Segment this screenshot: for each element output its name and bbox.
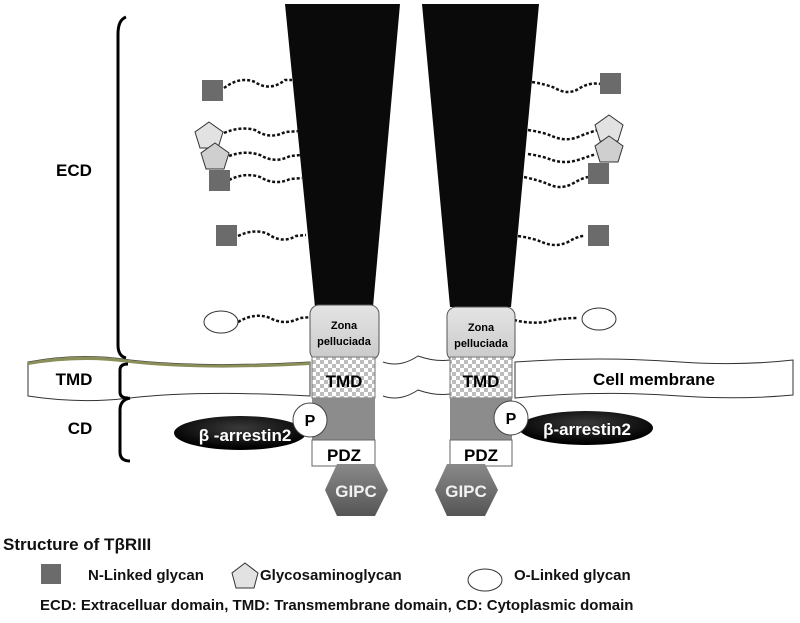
glycan-chains-right [513,80,601,324]
zona-label-left-2: pelluciada [317,336,372,348]
glycan-chain [223,127,301,137]
n-linked-glycan-icon [202,80,223,101]
ecd-brace [116,15,127,360]
tmd-domain-label-left: TMD [326,372,363,391]
phospho-site-left [292,402,328,438]
tmd-brace [118,362,129,400]
glycan-chain [523,175,589,189]
n-linked-glycan-icon [588,225,609,246]
receptor-right: Zona pelluciada TMD PDZ GIPC β-arrestin2… [422,4,653,516]
phospho-label-right: P [506,411,517,428]
tmd-domain-left [311,356,376,399]
n-linked-glycan-icon [216,225,237,246]
glycan-chain [237,230,307,241]
glycan-chain [228,151,303,161]
glycan-chain [517,234,585,247]
o-linked-glycan-icon [581,307,617,331]
receptor-left: Zona pelluciada TMD PDZ GIPC β -arrestin… [174,4,400,516]
beta-arrestin2-label-left: β -arrestin2 [199,426,292,445]
cd-brace [118,396,131,463]
tmd-domain-label-right: TMD [463,372,500,391]
legend-title: Structure of TβRIII [3,535,152,554]
n-linked-glycan-icon [600,73,621,94]
beta-arrestin2-label-right: β-arrestin2 [543,420,631,439]
glycan-chain [527,152,597,164]
glycan-chain [513,316,579,324]
membrane-middle [382,355,451,399]
ecd-stalk-right [422,4,539,307]
n-linked-glycan-icon [588,163,609,184]
gipc-hexagon-left [325,464,388,516]
gipc-label-right: GIPC [445,482,487,501]
zona-label-right-2: pelluciada [454,338,509,350]
legend-n-linked-glycan-icon [41,564,61,584]
pdz-label-right: PDZ [464,446,498,465]
glycan-chain [223,78,292,90]
zona-pellucida-domain-right [446,306,516,362]
beta-arrestin2-right [519,411,653,445]
beta-arrestin2-left [174,416,306,450]
glycosaminoglycan-icon [200,142,230,170]
membrane-right [514,358,794,399]
n-linked-glycan-icon [209,170,230,191]
glycosaminoglycan-icon [594,135,624,163]
o-linked-glycan-icon [203,310,239,334]
tmd-label: TMD [56,370,93,389]
pdz-label-left: PDZ [327,446,361,465]
ecd-label: ECD [56,161,92,180]
phospho-site-right [493,400,529,436]
membrane-left-top-shade [28,356,310,368]
glycan-chain [237,314,313,324]
legend-item-glycosaminoglycan: Glycosaminoglycan [260,567,402,584]
zona-label-left: Zona [331,320,358,332]
glycan-chain [228,173,303,184]
glycan-chain [527,128,599,141]
zona-label-right: Zona [468,322,495,334]
cd-label: CD [68,419,93,438]
pdz-domain-left [311,439,376,467]
phospho-label-left: P [305,413,316,430]
legend-glycosaminoglycan-icon [231,562,259,589]
glycosaminoglycan-icon [194,121,224,149]
legend-item-n-linked-glycan: N-Linked glycan [88,567,204,584]
legend-abbreviations: ECD: Extracelluar domain, TMD: Transmemb… [40,597,634,614]
legend-row: N-Linked glycan Glycosaminoglycan O-Link… [0,564,800,590]
glycan-chains-left [223,78,313,324]
cell-membrane-label: Cell membrane [593,370,715,389]
ecd-stalk-left [285,4,400,307]
legend-o-linked-glycan-icon [467,568,503,592]
zona-pellucida-domain-left [309,304,380,361]
glycan-chain [531,80,601,94]
gipc-label-left: GIPC [335,482,377,501]
gipc-hexagon-right [435,464,498,516]
legend-item-o-linked-glycan: O-Linked glycan [514,567,631,584]
